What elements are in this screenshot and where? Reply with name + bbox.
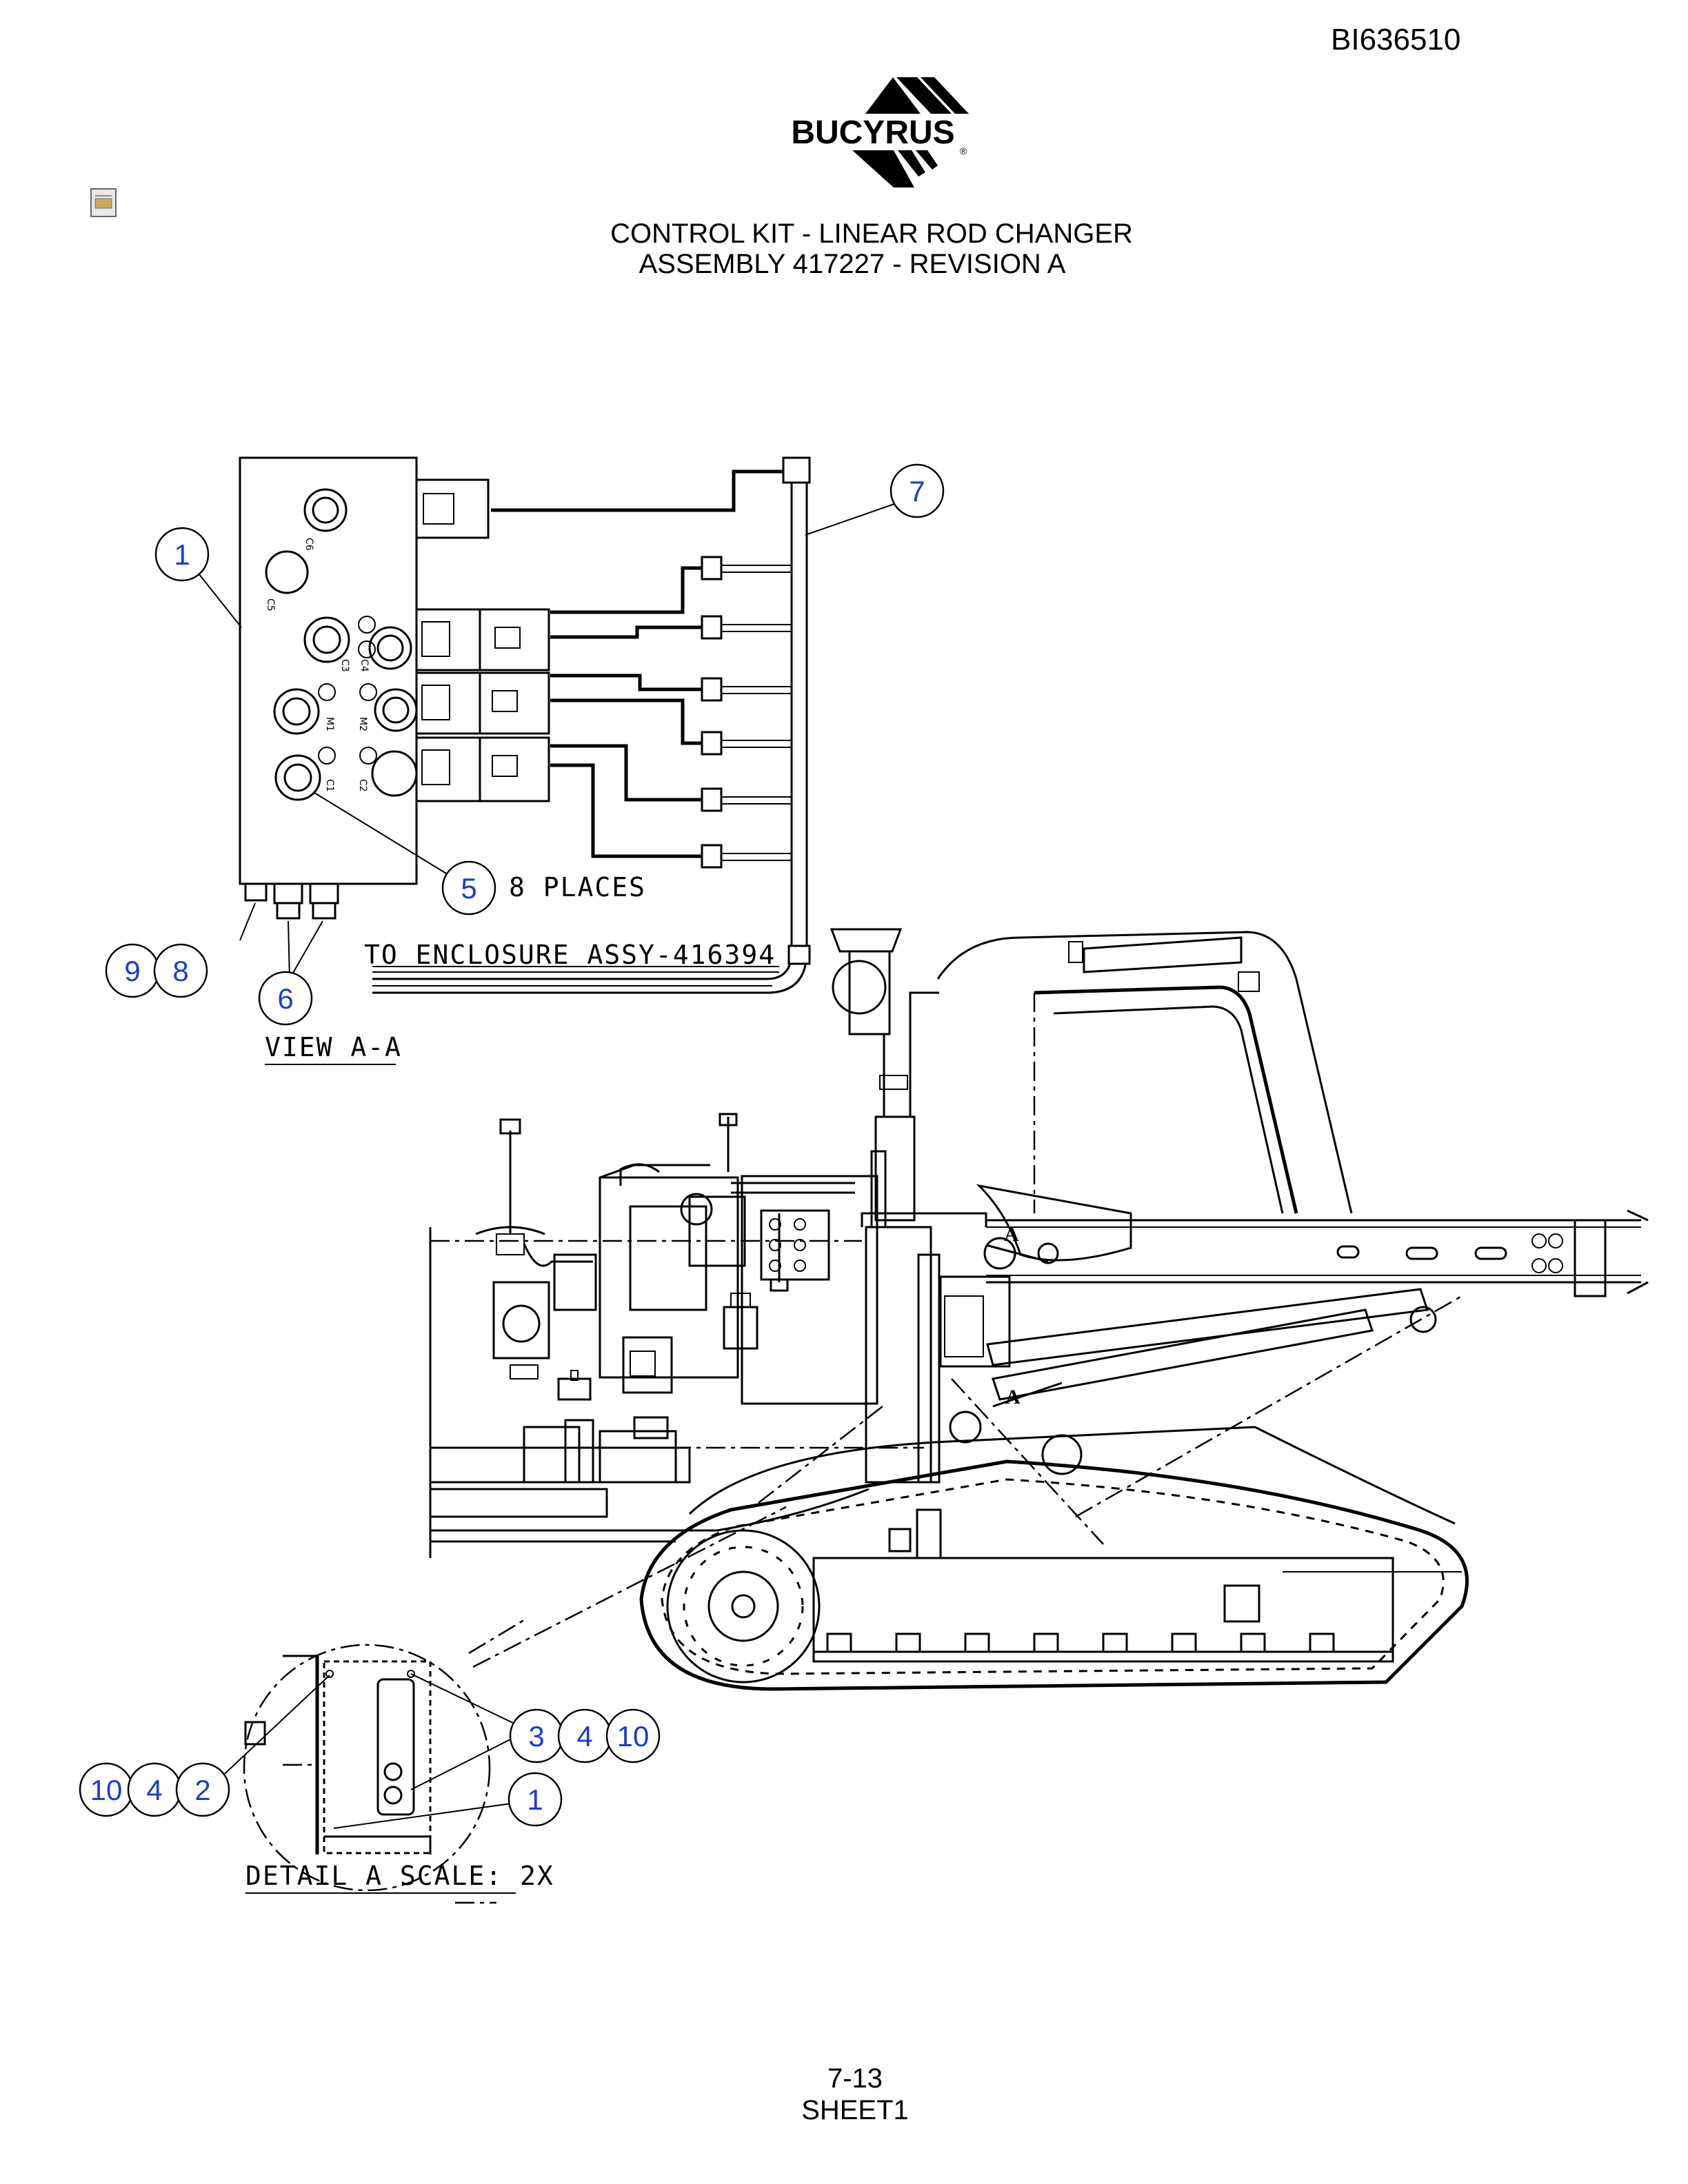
svg-text:10: 10 — [617, 1720, 650, 1752]
note-8-places: 8 PLACES — [509, 872, 646, 902]
svg-text:C4: C4 — [359, 659, 370, 672]
svg-text:6: 6 — [277, 982, 293, 1015]
svg-text:2: 2 — [194, 1774, 210, 1806]
section-marker-bottom: A — [992, 1382, 1063, 1408]
balloon-1-top: 1 — [154, 527, 210, 582]
crawler-track — [639, 1459, 1469, 1691]
svg-text:C1: C1 — [324, 779, 335, 792]
document-icon[interactable] — [90, 188, 117, 217]
title-line-1: CONTROL KIT - LINEAR ROD CHANGER — [610, 219, 1133, 249]
svg-text:4: 4 — [576, 1720, 592, 1752]
detail-leader — [472, 1506, 787, 1668]
balloon-10-left: 10 — [79, 1762, 134, 1817]
balloon-4-left: 4 — [127, 1762, 182, 1817]
detail-a-label: DETAIL A SCALE: 2X — [245, 1861, 554, 1891]
svg-text:A: A — [1005, 1386, 1021, 1408]
svg-text:8: 8 — [172, 955, 188, 987]
svg-text:A: A — [1004, 1223, 1019, 1246]
balloon-9: 9 — [105, 943, 160, 998]
section-marker-top: A — [985, 1223, 1049, 1263]
svg-text:4: 4 — [146, 1774, 162, 1806]
bucyrus-logo: BUCYRUS ® — [783, 77, 969, 188]
valve-manifold: C6 C5 C4 C3 M1 M2 C1 C2 — [239, 456, 550, 920]
drill-rig-machine — [429, 928, 1649, 1559]
svg-text:3: 3 — [528, 1720, 544, 1752]
svg-text:®: ® — [960, 145, 967, 156]
balloon-10-right: 10 — [605, 1708, 661, 1763]
leaders-detail-a — [214, 1673, 521, 1829]
svg-text:1: 1 — [527, 1783, 543, 1816]
svg-text:5: 5 — [461, 872, 476, 904]
balloon-3: 3 — [509, 1708, 564, 1763]
logo-wordmark: BUCYRUS — [791, 114, 954, 151]
svg-text:7: 7 — [909, 475, 925, 507]
svg-text:9: 9 — [124, 955, 140, 987]
detail-a — [243, 1619, 525, 1904]
view-aa-label: VIEW A-A — [265, 1032, 402, 1062]
balloon-4-right: 4 — [557, 1708, 612, 1763]
leaders-view-aa — [198, 503, 897, 980]
document-number: BI636510 — [1331, 23, 1460, 57]
balloon-5: 5 — [441, 860, 496, 916]
svg-text:M1: M1 — [324, 717, 335, 731]
svg-text:1: 1 — [174, 538, 190, 571]
svg-text:C2: C2 — [357, 779, 368, 792]
svg-text:C5: C5 — [265, 598, 276, 611]
balloon-8: 8 — [153, 943, 208, 998]
title-line-2: ASSEMBLY 417227 - REVISION A — [639, 249, 1066, 279]
balloon-2: 2 — [175, 1762, 230, 1817]
svg-text:10: 10 — [90, 1774, 123, 1806]
page-number: 7-13 — [827, 2063, 883, 2094]
balloon-6: 6 — [258, 971, 313, 1026]
balloon-7: 7 — [890, 463, 945, 518]
sheet-label: SHEET1 — [801, 2095, 909, 2125]
svg-text:C3: C3 — [339, 659, 350, 672]
svg-text:C6: C6 — [303, 538, 314, 551]
svg-text:M2: M2 — [357, 717, 368, 731]
wiring-harness — [372, 456, 811, 994]
note-to-enclosure: TO ENCLOSURE ASSY-416394 — [364, 940, 776, 970]
balloon-1-detail: 1 — [508, 1772, 563, 1827]
